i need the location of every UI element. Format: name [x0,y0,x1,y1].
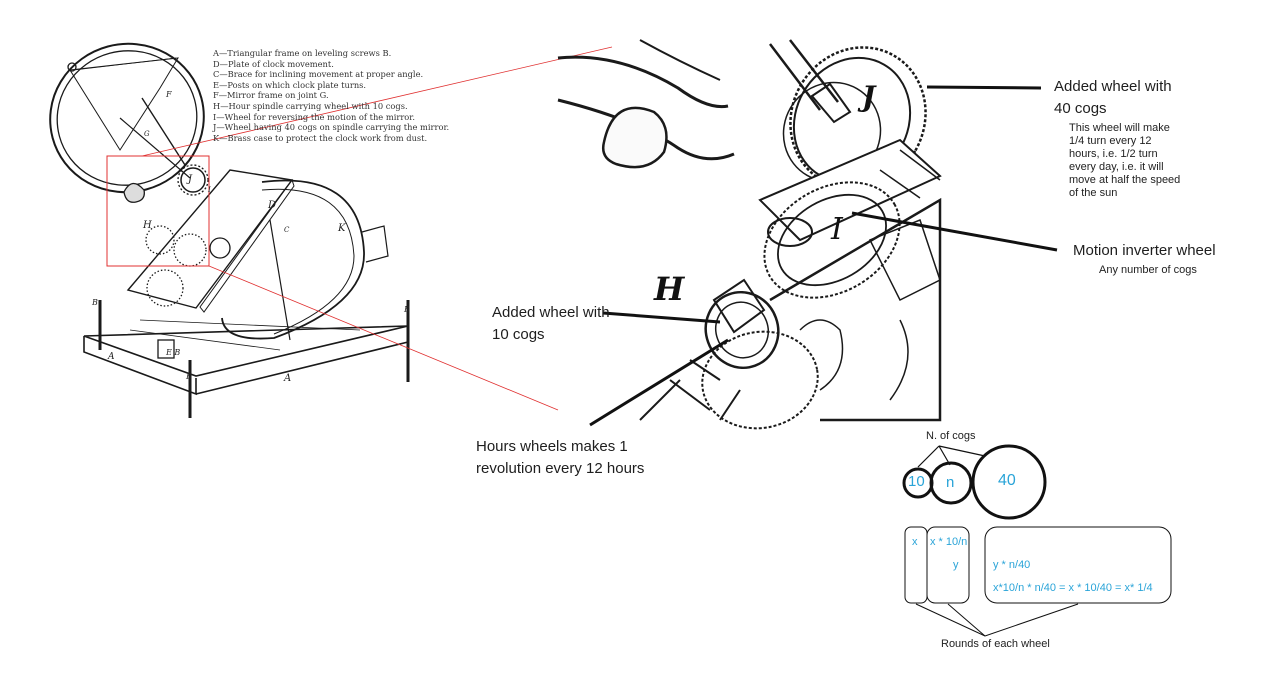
cog-circle-n [929,461,973,505]
parts-legend: A—Triangular frame on leveling screws B.… [213,48,449,143]
label-d: D [268,200,277,211]
wheel40-title: Added wheel with 40 cogs [1054,76,1172,120]
cog-header: N. of cogs [926,430,976,442]
cog-value-10: 10 [908,473,925,490]
label-b1: B [92,298,98,307]
wheel40-desc-line: every day, i.e. it will [1069,161,1164,173]
pointer-lines [589,85,1058,427]
rounds-footer: Rounds of each wheel [941,638,1050,650]
zoom-label-h: H [654,270,685,308]
wheel40-desc-line: hours, i.e. 1/2 turn [1069,148,1158,160]
label-a2: A [284,373,292,384]
wheel40-title-line: Added wheel with [1054,78,1172,95]
zoomed-gear-view [557,39,942,430]
cog-value-40: 40 [998,472,1016,489]
legend-item: I—Wheel for reversing the motion of the … [213,111,415,122]
inverter-title: Motion inverter wheel [1073,242,1216,259]
label-f: F [166,90,172,99]
legend-item: A—Triangular frame on leveling screws B. [213,48,392,58]
cog-value-n: n [946,474,955,491]
legend-item: D—Plate of clock movement. [213,58,334,69]
label-a1: A [108,352,115,362]
wheel40-desc-line: This wheel will make [1069,122,1170,134]
pointer-wheel10 [602,311,721,324]
label-k: K [338,223,346,234]
hours-note-line: Hours wheels makes 1 [476,438,628,455]
wheel40-description: This wheel will make 1/4 turn every 12 h… [1069,122,1180,200]
legend-item: H—Hour spindle carrying wheel with 10 co… [213,100,408,111]
wheel40-desc-line: 1/4 turn every 12 [1069,135,1152,147]
label-h: H [143,220,152,231]
legend-item: C—Brace for inclining movement at proper… [213,69,424,80]
legend-item: F—Mirror frame on joint G. [213,90,329,101]
hours-note-line: revolution every 12 hours [476,460,645,477]
inverter-description: Any number of cogs [1099,264,1197,276]
cog-circle-40 [971,444,1047,520]
pointer-inverter [851,211,1058,252]
rounds-box-3 [984,526,1172,604]
wheel40-desc-line: move at half the speed [1069,174,1181,186]
label-eb: E B [166,348,181,357]
wheel10-title-line: 10 cogs [492,326,545,343]
wheel10-title-line: Added wheel with [492,304,610,321]
rounds-box-2 [926,526,970,604]
zoom-label-i: I [831,212,843,247]
wheel40-desc-line: of the sun [1069,187,1118,199]
clock-drawing [49,42,410,418]
label-b2: B [404,305,410,314]
rounds-col3-line2: x*10/n * n/40 = x * 10/40 = x* 1/4 [993,582,1153,594]
wheel40-title-line: 40 cogs [1054,100,1107,117]
rounds-col2-top: x * 10/n [930,536,968,548]
wheel10-title: Added wheel with 10 cogs [492,302,610,346]
legend-item: J—Wheel having 40 cogs on spindle carryi… [213,122,450,133]
cog-diagram [902,444,1172,637]
label-j: J [188,174,193,185]
label-i: I [208,186,211,194]
hours-wheel-note: Hours wheels makes 1 revolution every 12… [476,436,644,480]
legend-item: K—Brass case to protect the clock work f… [213,132,428,143]
label-b3: B [186,372,192,381]
zoom-indicator [106,46,613,411]
rounds-col2-y: y [953,559,959,571]
pointer-hours [589,338,729,427]
rounds-col3-line1: y * n/40 [993,559,1031,571]
pointer-wheel40 [926,85,1042,90]
label-g: G [144,130,150,138]
rounds-col1: x [912,536,918,548]
legend-item: E—Posts on which clock plate turns. [213,79,367,90]
label-c: C [284,226,290,234]
zoom-label-j: J [862,80,876,113]
